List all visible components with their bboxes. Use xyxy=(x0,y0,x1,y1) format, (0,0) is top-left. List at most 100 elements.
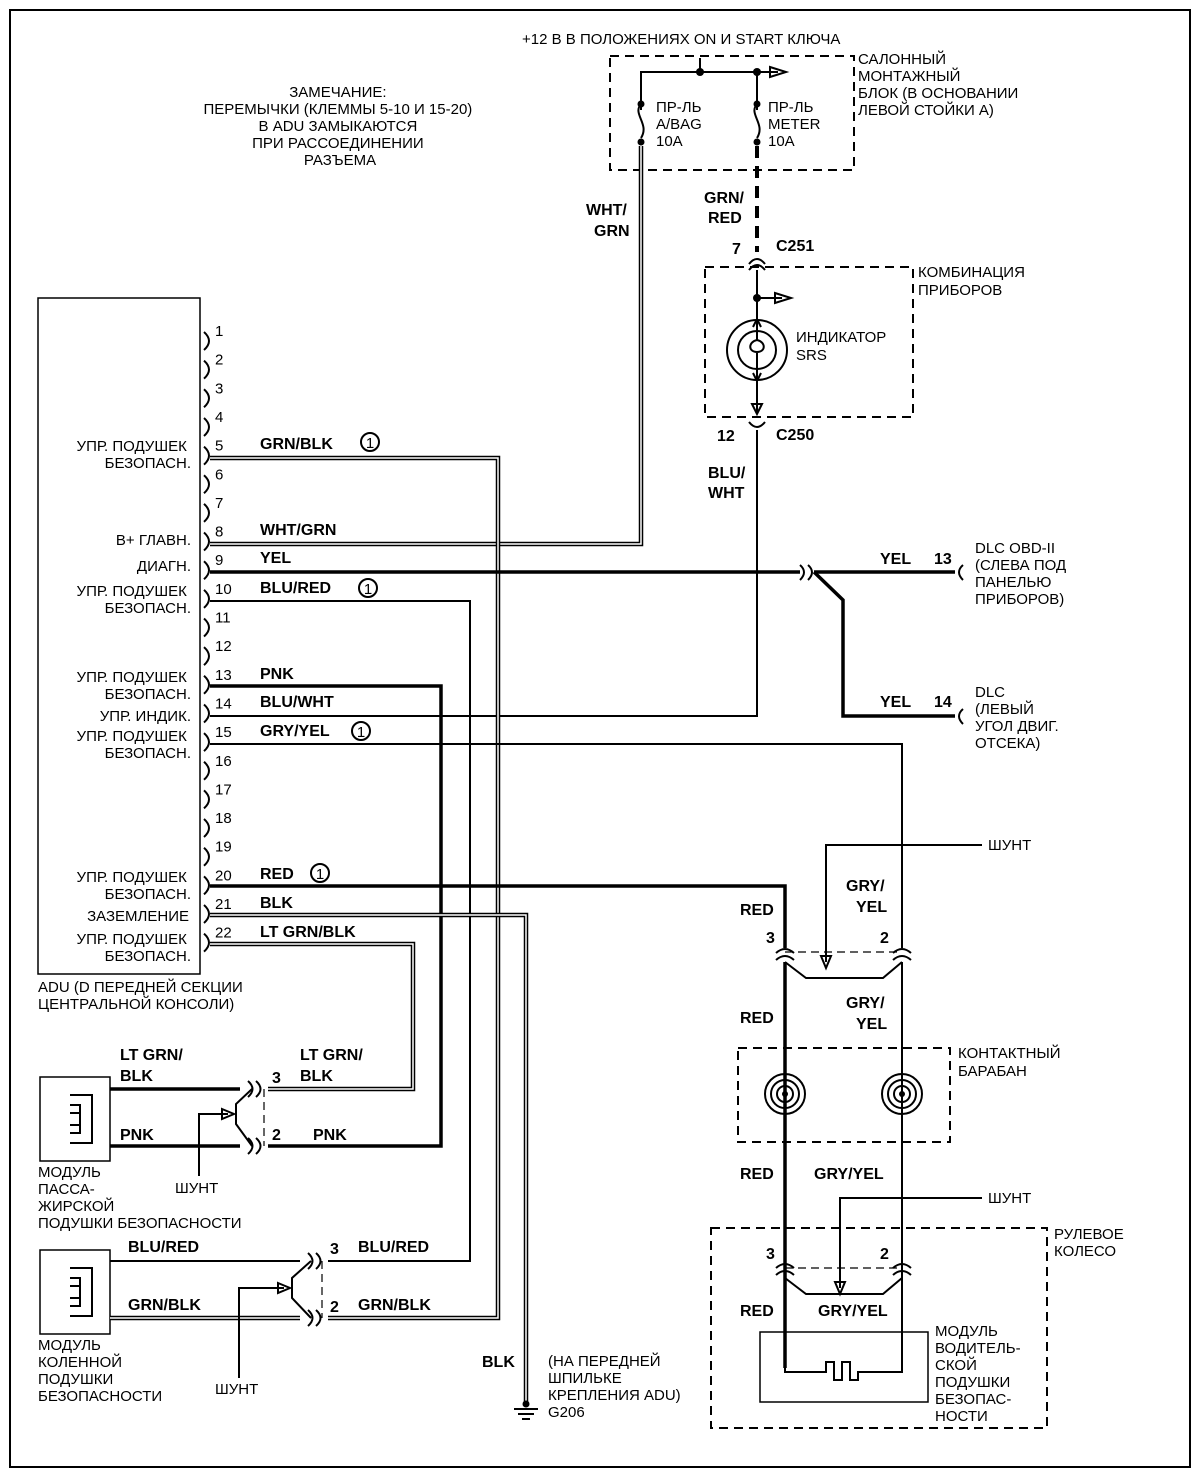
outer-frame xyxy=(9,9,1191,1468)
passenger-lt-grn-blk-left: LT GRN/ BLK xyxy=(120,1047,187,1085)
adu-pin-number: 12 xyxy=(215,638,232,655)
passenger-pnk-left: PNK xyxy=(120,1127,154,1144)
fuse-meter-label: ПР-ЛЬ METER 10A xyxy=(768,99,825,150)
wire-label-p21: BLK xyxy=(260,895,293,912)
wire-label-p15: GRY/YEL xyxy=(260,723,330,740)
knee-blu-red-left: BLU/RED xyxy=(128,1239,199,1256)
knee-airbag-module xyxy=(39,1249,111,1335)
wire-label-p22: LT GRN/BLK xyxy=(260,924,356,941)
adu-pin-number: 16 xyxy=(215,753,232,770)
adu-pin-number: 21 xyxy=(215,896,232,913)
adu-pin-9: 9 xyxy=(203,552,223,580)
note: ЗАМЕЧАНИЕ: ПЕРЕМЫЧКИ (КЛЕММЫ 5-10 И 15-2… xyxy=(204,84,477,169)
adu-pin-number: 15 xyxy=(215,724,232,741)
wire-label-p5: GRN/BLK xyxy=(260,436,333,453)
wire-label-p8: WHT/GRN xyxy=(260,522,336,539)
adu-pin-15: 15 xyxy=(203,724,232,752)
dlc-obd-label: DLC OBD-II (СЛЕВА ПОД ПАНЕЛЬЮ ПРИБОРОВ) xyxy=(975,540,1070,608)
gry-yel-label-2: GRY/ YEL xyxy=(846,995,889,1033)
adu-pin-number: 17 xyxy=(215,781,232,798)
adu-pin-14: 14 xyxy=(203,695,232,724)
adu-pin-10: 10 xyxy=(203,581,232,609)
wire-wht-grn-top: WHT/ GRN xyxy=(586,202,631,240)
svg-text:1: 1 xyxy=(357,724,365,741)
clockspring-box xyxy=(737,1047,951,1143)
knee-grn-blk-left: GRN/BLK xyxy=(128,1297,201,1314)
wire-blu-wht-top: BLU/ WHT xyxy=(708,465,750,502)
adu-pin-number: 11 xyxy=(215,610,231,627)
c250-label: C250 xyxy=(776,427,814,444)
adu-label-15: УПР. ПОДУШЕК БЕЗОПАСН. xyxy=(77,728,191,762)
marker-circle-p20: 1 xyxy=(310,863,330,883)
adu-pin-5: 5 xyxy=(203,438,223,466)
passenger-shunt-label: ШУНТ xyxy=(175,1180,218,1197)
clockspring-coil-right xyxy=(881,1073,923,1115)
passenger-pin-3: 3 xyxy=(272,1070,281,1087)
gry-yel-label-1: GRY/ YEL xyxy=(846,878,889,916)
wire-grn-red: GRN/ RED xyxy=(704,190,748,227)
dlc-yel-2: YEL xyxy=(880,694,911,711)
red-label-1: RED xyxy=(740,902,774,919)
wire-label-p13: PNK xyxy=(260,666,294,683)
junction-block-box xyxy=(609,55,855,171)
adu-pin-8: 8 xyxy=(203,524,223,552)
knee-blu-red-right: BLU/RED xyxy=(358,1239,429,1256)
marker-circle-p5: 1 xyxy=(360,432,380,452)
ground-wire-label: BLK xyxy=(482,1354,515,1371)
adu-pin-21: 21 xyxy=(203,896,232,924)
shunt-top-label: ШУНТ xyxy=(988,837,1031,854)
driver-airbag-module xyxy=(759,1331,929,1403)
adu-label-10: УПР. ПОДУШЕК БЕЗОПАСН. xyxy=(77,583,191,617)
adu-pin-17: 17 xyxy=(203,781,232,810)
pin-2-top: 2 xyxy=(880,930,889,947)
adu-label-9: ДИАГН. xyxy=(137,558,191,575)
adu-pin-12: 12 xyxy=(203,638,232,666)
adu-pin-number: 7 xyxy=(215,495,223,512)
knee-pin-2: 2 xyxy=(330,1299,339,1316)
adu-label-8: B+ ГЛАВН. xyxy=(116,532,191,549)
passenger-module-label: МОДУЛЬ ПАССА- ЖИРСКОЙ ПОДУШКИ БЕЗОПАСНОС… xyxy=(38,1164,242,1232)
dlc-yel-1: YEL xyxy=(880,551,911,568)
power-header: +12 В В ПОЛОЖЕНИЯХ ON И START КЛЮЧА xyxy=(522,31,840,48)
dlc-pin-13: 13 xyxy=(934,551,952,568)
red-label-3: RED xyxy=(740,1166,774,1183)
knee-grn-blk-right: GRN/BLK xyxy=(358,1297,431,1314)
adu-caption: ADU (D ПЕРЕДНЕЙ СЕКЦИИ ЦЕНТРАЛЬНОЙ КОНСО… xyxy=(38,978,247,1013)
knee-module-label: МОДУЛЬ КОЛЕННОЙ ПОДУШКИ БЕЗОПАСНОСТИ xyxy=(38,1337,162,1405)
ground-description: (НА ПЕРЕДНЕЙ ШПИЛЬКЕ КРЕПЛЕНИЯ ADU) G206 xyxy=(548,1352,685,1421)
adu-pin-1: 1 xyxy=(203,323,223,351)
adu-pin-number: 1 xyxy=(215,323,223,340)
steering-wheel-box xyxy=(710,1227,1048,1429)
dlc-pin-14: 14 xyxy=(934,694,952,711)
c250-pin: 12 xyxy=(717,428,735,445)
marker-circle-p15: 1 xyxy=(351,721,371,741)
adu-pin-6: 6 xyxy=(203,466,223,494)
adu-pin-number: 4 xyxy=(215,409,223,426)
knee-pin-3: 3 xyxy=(330,1241,339,1258)
adu-pin-number: 20 xyxy=(215,867,232,884)
wire-label-p20: RED xyxy=(260,866,294,883)
srs-indicator-label: ИНДИКАТОР SRS xyxy=(796,329,890,364)
adu-pin-number: 19 xyxy=(215,839,232,856)
ground-symbol-icon xyxy=(514,1400,538,1420)
c251-label: C251 xyxy=(776,238,814,255)
adu-label-22: УПР. ПОДУШЕК БЕЗОПАСН. xyxy=(77,931,191,965)
junction-block-label: САЛОННЫЙ МОНТАЖНЫЙ БЛОК (В ОСНОВАНИИ ЛЕВ… xyxy=(858,50,1023,119)
svg-text:1: 1 xyxy=(366,435,374,452)
adu-pin-7: 7 xyxy=(203,495,223,523)
adu-label-5: УПР. ПОДУШЕК БЕЗОПАСН. xyxy=(77,438,191,472)
passenger-pin-2: 2 xyxy=(272,1127,281,1144)
adu-pin-19: 19 xyxy=(203,839,232,867)
adu-pin-number: 18 xyxy=(215,810,232,827)
pin-2-bottom: 2 xyxy=(880,1246,889,1263)
shunt-bottom-label: ШУНТ xyxy=(988,1190,1031,1207)
pin-3-bottom: 3 xyxy=(766,1246,775,1263)
adu-pin-number: 14 xyxy=(215,695,232,712)
knee-shunt-label: ШУНТ xyxy=(215,1381,258,1398)
adu-pin-number: 9 xyxy=(215,552,223,569)
marker-circle-p10: 1 xyxy=(358,578,378,598)
gry-yel-label-3: GRY/YEL xyxy=(814,1166,884,1183)
passenger-lt-grn-blk-right: LT GRN/ BLK xyxy=(300,1047,367,1085)
driver-module-label: МОДУЛЬ ВОДИТЕЛЬ- СКОЙ ПОДУШКИ БЕЗОПАС- Н… xyxy=(935,1323,1025,1425)
